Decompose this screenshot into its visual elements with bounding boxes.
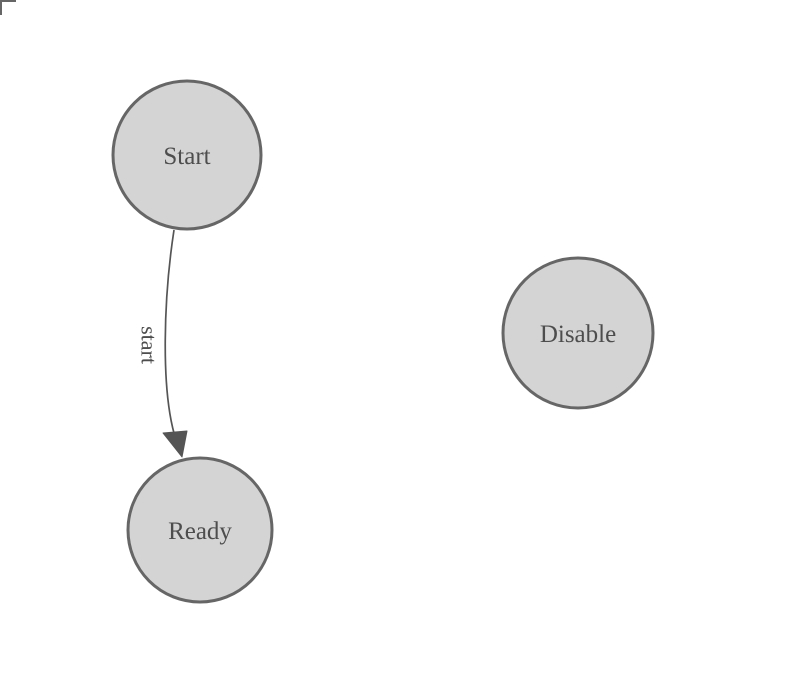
edge-label: start [136,326,161,364]
node-disable[interactable]: Disable [501,256,655,410]
edge-start-to-ready[interactable]: start [136,229,188,458]
edge-path[interactable] [164,229,177,441]
node-disable-circle[interactable] [501,256,655,410]
node-start[interactable]: Start [111,79,263,231]
node-ready-label: Ready [168,518,232,545]
node-start-circle[interactable] [111,79,263,231]
edge-arrowhead-icon [162,430,188,458]
node-ready[interactable]: Ready [126,456,274,604]
node-disable-label: Disable [540,321,616,348]
node-start-label: Start [163,143,210,170]
node-ready-circle[interactable] [126,456,274,604]
canvas-origin-corner-marker [0,0,16,15]
